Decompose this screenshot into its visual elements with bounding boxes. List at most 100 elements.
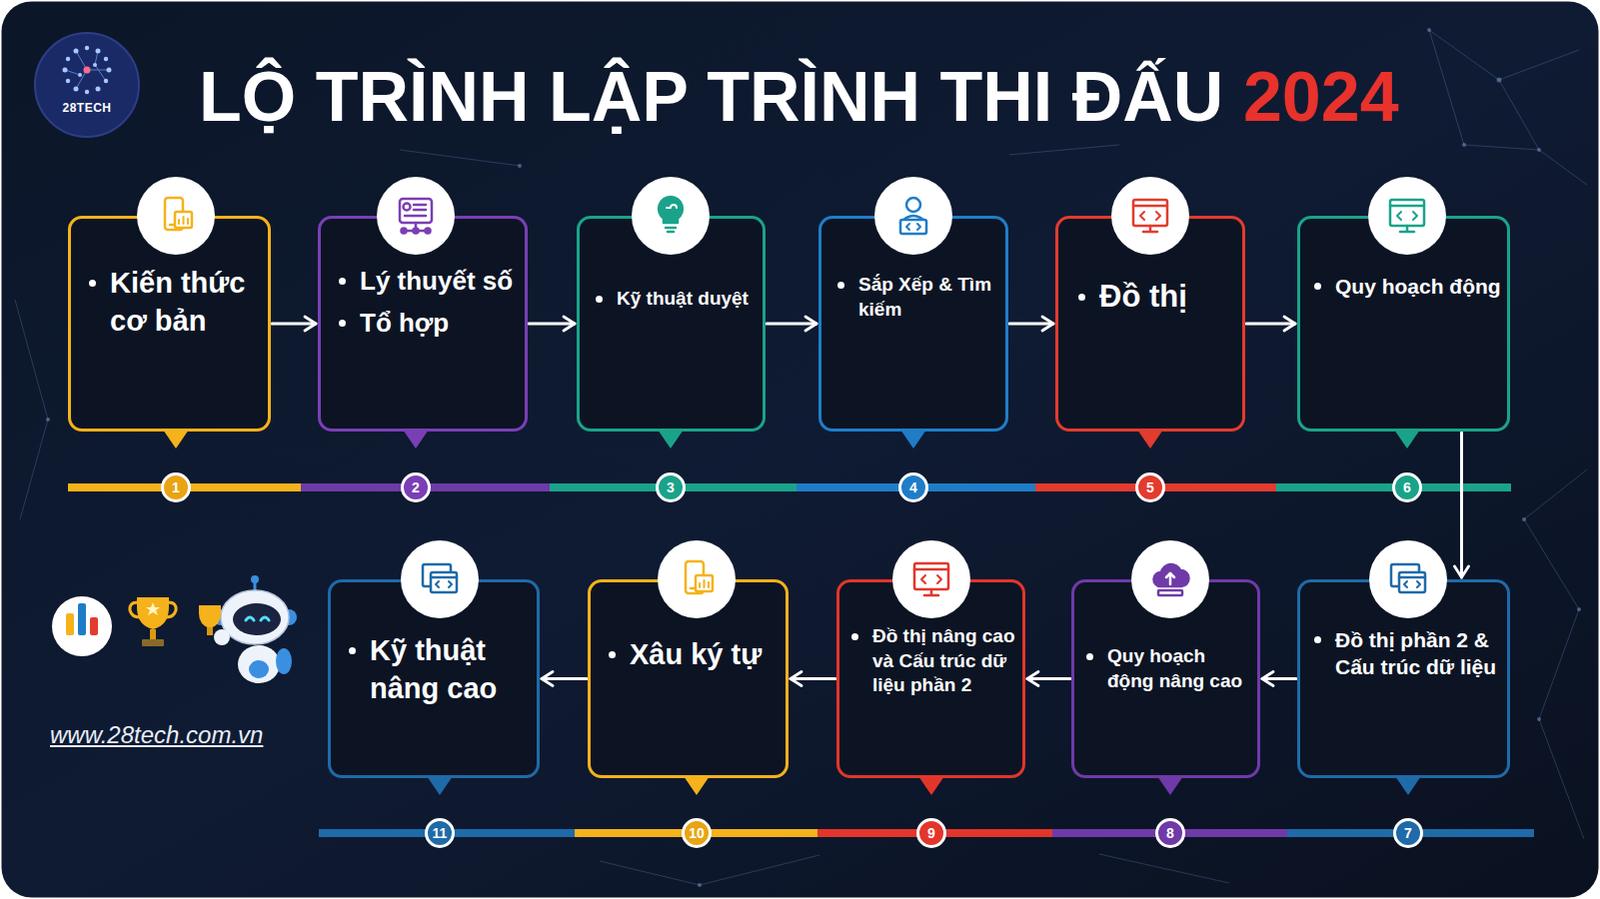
trophy-stem [149, 629, 156, 640]
step-number-marker: 5 [1135, 472, 1166, 503]
step-icon [873, 175, 954, 256]
icon-part [401, 228, 407, 234]
icon-part [930, 589, 934, 595]
network-line [1009, 144, 1120, 155]
logo-text: 28TECH [46, 101, 127, 115]
chart-bar [65, 613, 74, 636]
logo-disc [34, 32, 139, 137]
icon-part [1400, 230, 1415, 234]
step-box: Đồ thị nâng cao và Cấu trúc dữ liệu phần… [836, 579, 1026, 779]
flow-arrow [271, 322, 316, 326]
logo-core [83, 66, 91, 74]
icon-part [1133, 199, 1168, 226]
network-line [399, 149, 520, 166]
step-pointer [683, 776, 710, 797]
bullet-dot [837, 281, 845, 289]
icon-part [695, 575, 713, 592]
step-content: Xâu ký tự [590, 582, 786, 687]
robot-face [232, 603, 281, 636]
step-box: Kỹ thuật nâng cao [327, 579, 540, 779]
step-pointer [1137, 429, 1164, 450]
icon-part [1399, 572, 1426, 593]
bullet-item: Kỹ thuật nâng cao [348, 632, 529, 708]
step-box: Đồ thị [1055, 215, 1246, 432]
network-dot [1537, 717, 1542, 722]
icon-part [914, 568, 949, 572]
network-line [1429, 29, 1500, 80]
step-content: Kỹ thuật duyệt [579, 218, 763, 324]
step-text: Kỹ thuật duyệt [616, 286, 749, 312]
step-icon [399, 539, 480, 620]
pointer-triangle [1394, 429, 1421, 449]
icon-part [1156, 211, 1161, 220]
bullet-dot [348, 647, 356, 655]
pointer-triangle [918, 776, 945, 796]
icon-part [921, 575, 926, 584]
logo-dot [95, 86, 101, 92]
trophy [129, 597, 176, 647]
network-line [1099, 854, 1230, 884]
trophy-star [145, 602, 160, 616]
step-icon [135, 175, 216, 256]
icon-part [1143, 230, 1158, 234]
pointer-triangle [1137, 429, 1164, 449]
network-dot [45, 417, 50, 422]
logo-dot [73, 48, 79, 54]
step-pointer [1157, 776, 1184, 797]
network-dot [1462, 142, 1467, 147]
logo-dot [103, 56, 108, 61]
step-content: Quy hoạch động [1300, 218, 1508, 312]
icon-part [430, 576, 457, 580]
network-dot [1497, 77, 1503, 83]
bullet-item: Quy hoạch động nâng cao [1086, 644, 1250, 694]
step-box: Xâu ký tự [587, 579, 789, 779]
logo-dots [62, 45, 112, 94]
step-number: 3 [666, 480, 675, 495]
step-box: Quy hoạch động [1297, 215, 1511, 432]
step-icon [1368, 539, 1449, 620]
step-content: Đồ thị nâng cao và Cấu trúc dữ liệu phần… [839, 582, 1023, 711]
icon-part [917, 223, 921, 230]
flow-arrow [1262, 677, 1297, 681]
title-row: LỘ TRÌNH LẬP TRÌNH THI ĐẤU2024 [198, 61, 1400, 132]
step-pointer [900, 429, 927, 450]
icon-part [1390, 204, 1425, 208]
icon-part [413, 228, 419, 234]
icon-disc [400, 540, 479, 619]
icon-part [399, 198, 432, 223]
icon-part [430, 572, 457, 593]
bullet-dot [595, 295, 603, 303]
bullet-dot [1314, 282, 1322, 290]
logo-dot [103, 78, 108, 83]
flow-arrow [528, 322, 575, 326]
logo-dot [92, 62, 97, 67]
icon-part [1149, 225, 1153, 231]
robot-trophy [198, 605, 221, 629]
network-dot [517, 163, 522, 168]
step-text: Lý thuyết số [359, 264, 513, 299]
network-dots [45, 27, 1582, 888]
step-text: Đồ thị phần 2 & Cấu trúc dữ liệu [1335, 626, 1500, 682]
step-text: Đồ thị [1099, 276, 1188, 317]
step-icon [375, 175, 456, 256]
step-content: Lý thuyết số Tổ hợp [320, 218, 525, 353]
icon-disc [631, 176, 710, 255]
step-icon [1130, 539, 1211, 620]
icon-part [1390, 199, 1425, 226]
robot-trophy-stem [206, 627, 213, 636]
icon-part [1404, 581, 1408, 588]
flow-arrow [790, 677, 836, 681]
icon-part [413, 203, 426, 207]
network-dot [1577, 607, 1582, 612]
step-number: 6 [1403, 480, 1412, 495]
website-url: www.28tech.com.vn [49, 721, 263, 751]
icon-part [690, 587, 695, 591]
bullet-item: Quy hoạch động [1314, 272, 1502, 300]
icon-part [1406, 225, 1410, 231]
logo-dot [65, 56, 70, 61]
pointer-triangle [402, 429, 429, 449]
step-box: Lý thuyết số Tổ hợp [317, 215, 528, 432]
step-number: 9 [927, 826, 936, 841]
bullet-item: Tổ hợp [338, 306, 519, 341]
